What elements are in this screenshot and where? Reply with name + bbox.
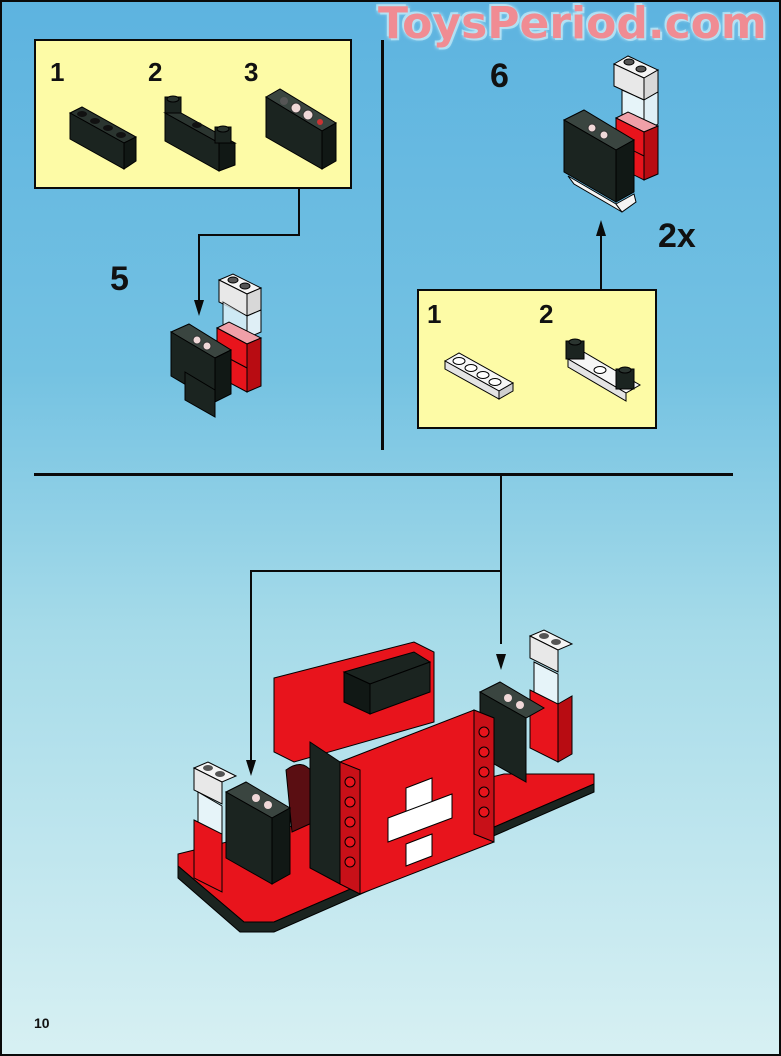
step6-number: 6	[490, 57, 509, 95]
step6-callout-box: 1 2	[417, 289, 657, 429]
step6-substep-1-label: 1	[427, 299, 442, 329]
page-number: 10	[34, 1015, 50, 1031]
step6-assembly-illustration	[562, 55, 660, 213]
final-connector-left-drop	[250, 570, 252, 760]
step5-substep-3-label: 3	[244, 57, 259, 87]
step5-connector-horizontal	[198, 234, 300, 236]
step5-arrow-icon	[194, 300, 204, 316]
final-assembly-illustration	[177, 629, 595, 933]
black-brick-1x4-icon	[68, 106, 138, 170]
step5-connector-vertical	[298, 189, 300, 235]
step5-number: 5	[110, 260, 129, 298]
step6-connector	[600, 234, 602, 290]
watermark-text: ToysPeriod.com	[378, 0, 767, 49]
step5-assembly-illustration	[169, 273, 263, 418]
step6-substep-2-label: 2	[539, 299, 554, 329]
step5-connector-down	[198, 234, 200, 304]
step6-arrow-icon	[596, 220, 606, 236]
white-plate-with-clips-icon	[565, 338, 641, 402]
final-arrow-right-icon	[496, 654, 506, 670]
horizontal-divider	[34, 473, 733, 476]
final-connector-branch	[250, 570, 502, 572]
step5-callout-box: 1 2 3	[34, 39, 352, 189]
step6-multiplier: 2x	[658, 217, 696, 255]
final-connector-trunk	[500, 476, 502, 644]
black-brick-with-clips-icon	[163, 95, 237, 172]
vertical-divider	[381, 40, 384, 450]
final-arrow-left-icon	[246, 760, 256, 776]
step5-substep-2-label: 2	[148, 57, 163, 87]
printed-console-brick-icon	[265, 88, 337, 170]
step5-substep-1-label: 1	[50, 57, 65, 87]
white-plate-1x4-icon	[443, 352, 515, 400]
